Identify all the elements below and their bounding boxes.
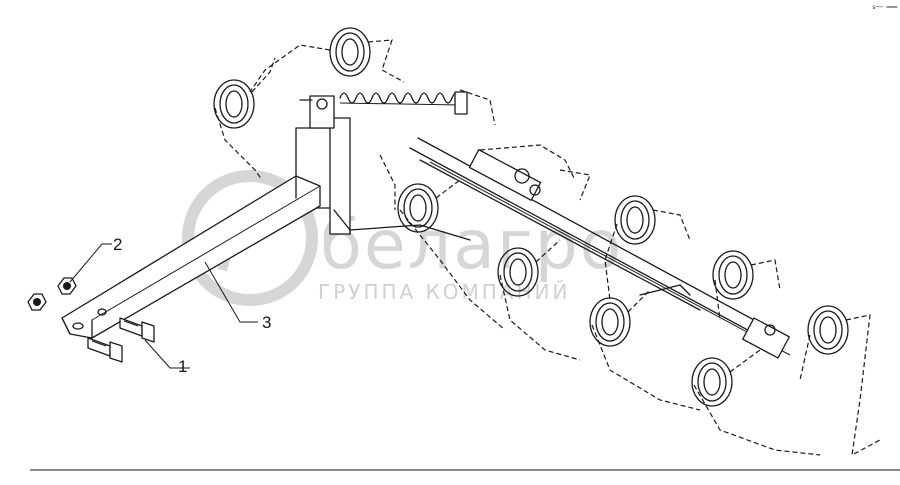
callout-1-label: 1 (178, 357, 187, 376)
spring-tine (712, 250, 781, 321)
spring-tine (691, 349, 821, 456)
spring-tine (589, 289, 701, 411)
nut (27, 293, 47, 311)
bolts (87, 317, 155, 363)
compression-spring (339, 91, 468, 115)
bolt (119, 317, 155, 343)
callouts: 1 2 3 (69, 235, 271, 376)
watermark-brand-text: белагро (320, 206, 623, 285)
callout-1: 1 (144, 339, 190, 376)
spring-tine (397, 179, 506, 331)
spring-tine (249, 27, 405, 93)
watermark-subtitle-text: ГРУППА КОМПАНИЙ (318, 280, 570, 304)
corner-mark: s── ═══ (872, 4, 898, 11)
nuts (27, 277, 77, 311)
callout-3-label: 3 (262, 313, 271, 332)
spring-tine (213, 57, 276, 181)
spring-tine (497, 239, 581, 361)
spring-tine (604, 195, 691, 301)
nut (57, 277, 77, 295)
spring-tines (213, 27, 881, 457)
callout-2-label: 2 (113, 235, 122, 254)
frame-bar (409, 137, 791, 359)
bolt (87, 337, 123, 363)
spring-tine (799, 305, 881, 457)
callout-2: 2 (69, 235, 122, 283)
callout-3: 3 (204, 261, 271, 332)
arm-bar (61, 175, 321, 339)
